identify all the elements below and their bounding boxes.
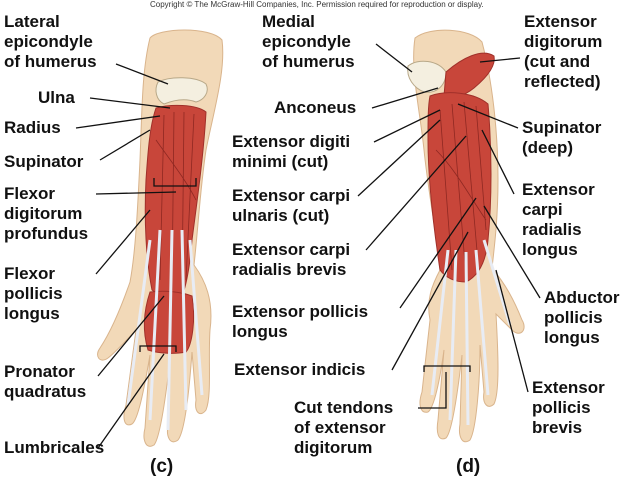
label-lumbricales: Lumbricales <box>4 438 105 457</box>
forearm-c-tendons <box>126 229 204 431</box>
label-supinator-deep: Supinator(deep) <box>522 118 602 157</box>
leader-extensor-digiti-minimi <box>373 109 441 143</box>
leader-extensor-carpi-radialis-longus <box>481 129 515 195</box>
leader-extensor-indicis <box>391 231 469 371</box>
forearm-d-muscle-fibers <box>435 101 487 277</box>
label-supinator: Supinator <box>4 152 84 171</box>
forearm-c-muscle-fibers <box>155 111 197 293</box>
leader-lumbricales <box>97 345 177 449</box>
leader-lateral-epicondyle <box>115 63 169 85</box>
leader-extensor-carpi-ulnaris <box>357 119 441 197</box>
leader-supinator <box>99 129 151 161</box>
label-extensor-indicis: Extensor indicis <box>234 360 366 379</box>
leader-pronator-quadratus <box>97 295 165 377</box>
leader-extensor-carpi-radialis-brevis <box>365 135 467 251</box>
leader-supinator-deep <box>457 103 519 129</box>
leader-medial-epicondyle <box>375 43 413 73</box>
leader-extensor-pollicis-brevis <box>495 269 529 393</box>
leader-flexor-pollicis-longus <box>95 209 151 275</box>
humerus-epicondyle-c <box>155 77 208 105</box>
leader-lines <box>75 43 541 449</box>
leader-extensor-pollicis-longus <box>399 197 477 309</box>
leader-ulna <box>89 97 171 109</box>
forearm-c <box>97 29 224 447</box>
label-ulna: Ulna <box>38 88 75 107</box>
label-anconeus: Anconeus <box>274 98 357 117</box>
humerus-epicondyle-d <box>407 60 447 93</box>
label-radius: Radius <box>4 118 61 137</box>
leader-radius <box>75 115 161 129</box>
panel-caption-c: (c) <box>150 456 174 477</box>
copyright-notice: Copyright © The McGraw-Hill Companies, I… <box>150 0 484 9</box>
leader-cut-tendons <box>418 365 471 409</box>
leader-abductor-pollicis-longus <box>483 205 541 299</box>
forearm-d <box>407 29 525 443</box>
forearm-d-tendons <box>430 239 512 426</box>
leader-flexor-digitorum-profundus <box>95 178 197 195</box>
panel-caption-d: (d) <box>456 456 481 477</box>
leader-anconeus <box>371 87 439 109</box>
leader-extensor-digitorum <box>479 57 521 63</box>
